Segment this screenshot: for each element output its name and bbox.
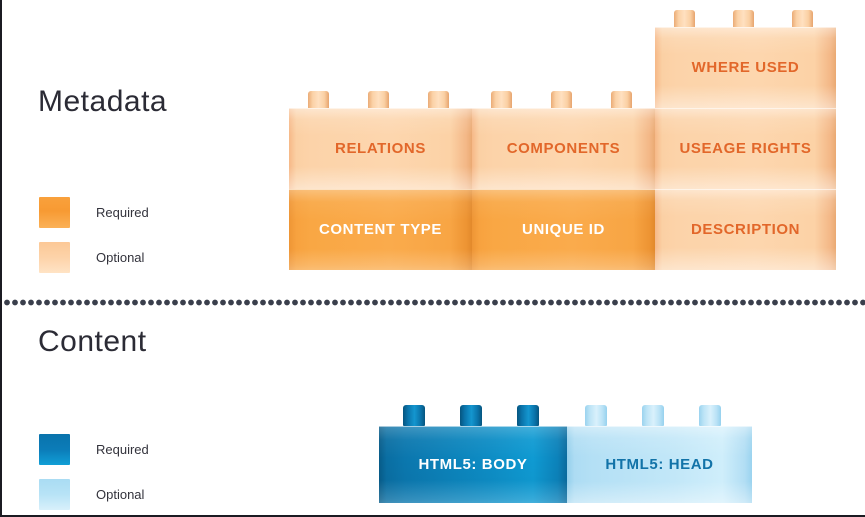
legend-label-required: Required (96, 205, 149, 220)
brick-label: UNIQUE ID (522, 221, 605, 238)
legend-item-metadata-optional: Optional (39, 235, 149, 280)
brick-label: RELATIONS (335, 140, 426, 157)
brick-label: DESCRIPTION (690, 221, 801, 238)
page-title-metadata: Metadata (38, 85, 168, 118)
legend-label-required: Required (96, 442, 149, 457)
legend-item-content-optional: Optional (39, 472, 149, 515)
page-title-content: Content (38, 325, 147, 358)
brick-content-type[interactable]: CONTENT TYPE (289, 189, 472, 270)
legend-swatch-required (39, 197, 70, 228)
brick-stud-icon (611, 91, 632, 110)
brick-label: CONTENT TYPE (318, 221, 443, 238)
brick-stud-icon (642, 405, 664, 426)
brick-stud-icon (674, 10, 695, 29)
legend-swatch-required (39, 434, 70, 465)
legend-swatch-optional (39, 242, 70, 273)
brick-label: WHERE USED (691, 59, 800, 76)
brick-components[interactable]: COMPONENTS (472, 108, 655, 189)
brick-stud-icon (792, 10, 813, 29)
legend-metadata: Required Optional (39, 190, 149, 280)
brick-description[interactable]: DESCRIPTION (655, 189, 836, 270)
brick-stud-icon (368, 91, 389, 110)
brick-stud-icon (551, 91, 572, 110)
brick-stud-icon (308, 91, 329, 110)
brick-stud-icon (403, 405, 425, 426)
legend-content: Required Optional (39, 427, 149, 515)
legend-label-optional: Optional (96, 487, 145, 502)
brick-label: USEAGE RIGHTS (679, 140, 812, 157)
legend-swatch-optional (39, 479, 70, 510)
brick-label: COMPONENTS (506, 140, 621, 157)
brick-label: HTML5: BODY (418, 456, 528, 473)
brick-useage-rights[interactable]: USEAGE RIGHTS (655, 108, 836, 189)
legend-label-optional: Optional (96, 250, 145, 265)
brick-stud-icon (699, 405, 721, 426)
legend-item-content-required: Required (39, 427, 149, 472)
legend-item-metadata-required: Required (39, 190, 149, 235)
section-divider (4, 298, 865, 307)
brick-where-used[interactable]: WHERE USED (655, 27, 836, 108)
brick-relations[interactable]: RELATIONS (289, 108, 472, 189)
brick-stud-icon (585, 405, 607, 426)
brick-stud-icon (491, 91, 512, 110)
brick-label: HTML5: HEAD (605, 456, 714, 473)
brick-stud-icon (460, 405, 482, 426)
brick-stud-icon (517, 405, 539, 426)
brick-html5-head[interactable]: HTML5: HEAD (567, 426, 752, 503)
brick-html5-body[interactable]: HTML5: BODY (379, 426, 567, 503)
brick-unique-id[interactable]: UNIQUE ID (472, 189, 655, 270)
brick-stud-icon (733, 10, 754, 29)
brick-stud-icon (428, 91, 449, 110)
